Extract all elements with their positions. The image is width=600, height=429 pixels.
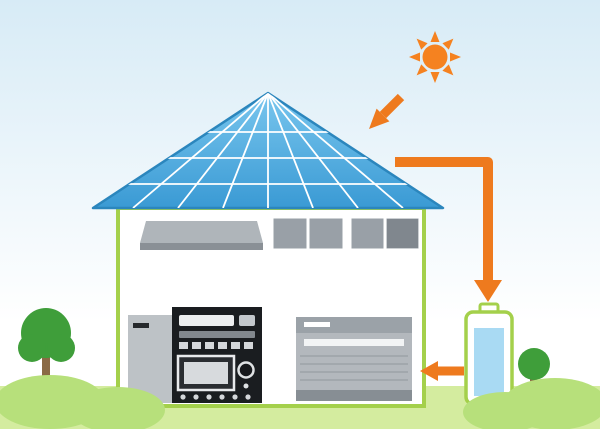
dishwasher-handle [304, 322, 330, 327]
button-row [179, 342, 253, 349]
cabinet-handle [133, 323, 149, 328]
window-pane-dark [387, 219, 418, 248]
cabinet [128, 315, 172, 403]
control-bar [179, 331, 255, 338]
battery-icon [464, 302, 514, 406]
tree-canopy [518, 348, 550, 380]
battery-charge-level [474, 328, 504, 396]
ground-floor-appliances [128, 307, 412, 403]
second-floor [140, 215, 422, 252]
left-tree-icon [18, 308, 75, 398]
window-right [348, 215, 422, 252]
dishwasher-base [296, 390, 412, 401]
vent-hood-shadow [140, 243, 263, 250]
display-small [239, 315, 255, 326]
bottom-button-dots [180, 394, 251, 400]
roof-to-battery-arrow-icon [395, 157, 502, 302]
sunlight-arrow-icon [369, 93, 405, 129]
energy-flow-arrows [369, 93, 502, 381]
dishwasher-top [296, 317, 412, 333]
dial-dot [243, 383, 249, 389]
house [116, 206, 426, 408]
dial-knob [237, 361, 255, 379]
vent-hood [140, 221, 263, 243]
microwave-glass [184, 362, 228, 384]
window-left [270, 215, 346, 252]
dishwasher [296, 317, 412, 401]
sun-icon [409, 31, 461, 83]
battery-to-home-arrow-icon [420, 361, 464, 381]
tree-trunk [42, 350, 50, 398]
tree-canopy [18, 308, 75, 362]
cabinet-body [128, 315, 172, 403]
sun-rays [409, 31, 461, 83]
stove-unit [172, 307, 262, 403]
bush-icon [71, 387, 165, 429]
dishwasher-slot [304, 339, 404, 346]
bush-icons [0, 375, 600, 429]
sun-core [422, 44, 448, 70]
dishwasher-vents [300, 355, 408, 381]
bush-icon [463, 392, 547, 429]
display-panel [179, 315, 234, 326]
